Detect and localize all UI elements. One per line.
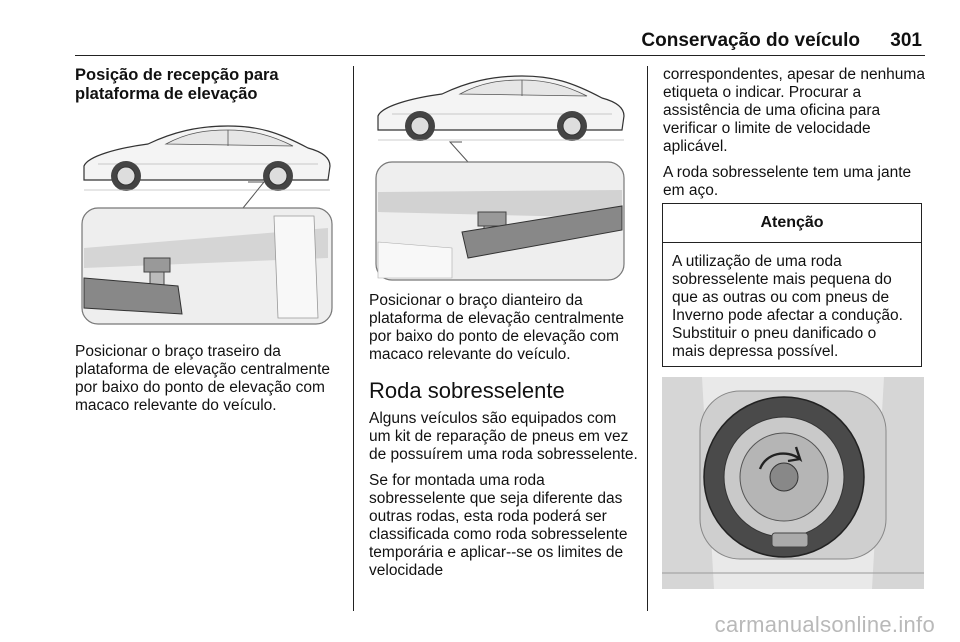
header-rule bbox=[75, 55, 925, 56]
column-divider-right bbox=[647, 66, 648, 611]
paragraph-temporary-spare: Se for montada uma roda sobresselente qu… bbox=[369, 472, 628, 579]
middle-column-text: Posicionar o braço dianteiro da platafor… bbox=[369, 292, 641, 588]
figure-spare-wheel-well bbox=[662, 377, 924, 589]
paragraph-speed-limit: correspondentes, apesar de nenhuma etiqu… bbox=[663, 66, 925, 155]
notice-body: A utilização de uma roda sobresselente m… bbox=[672, 253, 903, 360]
column-divider-left bbox=[353, 66, 354, 611]
caption-front-arm: Posicionar o braço dianteiro da platafor… bbox=[369, 292, 625, 363]
page-number: 301 bbox=[890, 30, 922, 51]
notice-title: Atenção bbox=[663, 204, 921, 243]
left-column-heading: Posição de recepção para plataforma de e… bbox=[75, 66, 345, 112]
subheading-lift-position: Posição de recepção para plataforma de e… bbox=[75, 66, 279, 103]
watermark: carmanualsonline.info bbox=[714, 612, 935, 637]
page-header-title: Conservação do veículo bbox=[641, 30, 860, 51]
paragraph-steel-rim: A roda sobresselente tem uma jante em aç… bbox=[663, 164, 912, 199]
paragraph-tyre-kit: Alguns veículos são equipados com um kit… bbox=[369, 410, 638, 463]
left-column-caption: Posicionar o braço traseiro da plataform… bbox=[75, 343, 347, 423]
figure-rear-lift-arm bbox=[78, 118, 340, 328]
right-column-text: correspondentes, apesar de nenhuma etiqu… bbox=[663, 66, 933, 208]
figure-front-lift-arm bbox=[372, 72, 628, 284]
section-title-spare-wheel: Roda sobresselente bbox=[369, 378, 565, 403]
notice-box: Atenção A utilização de uma roda sobress… bbox=[662, 203, 922, 367]
caption-rear-arm: Posicionar o braço traseiro da plataform… bbox=[75, 343, 331, 414]
